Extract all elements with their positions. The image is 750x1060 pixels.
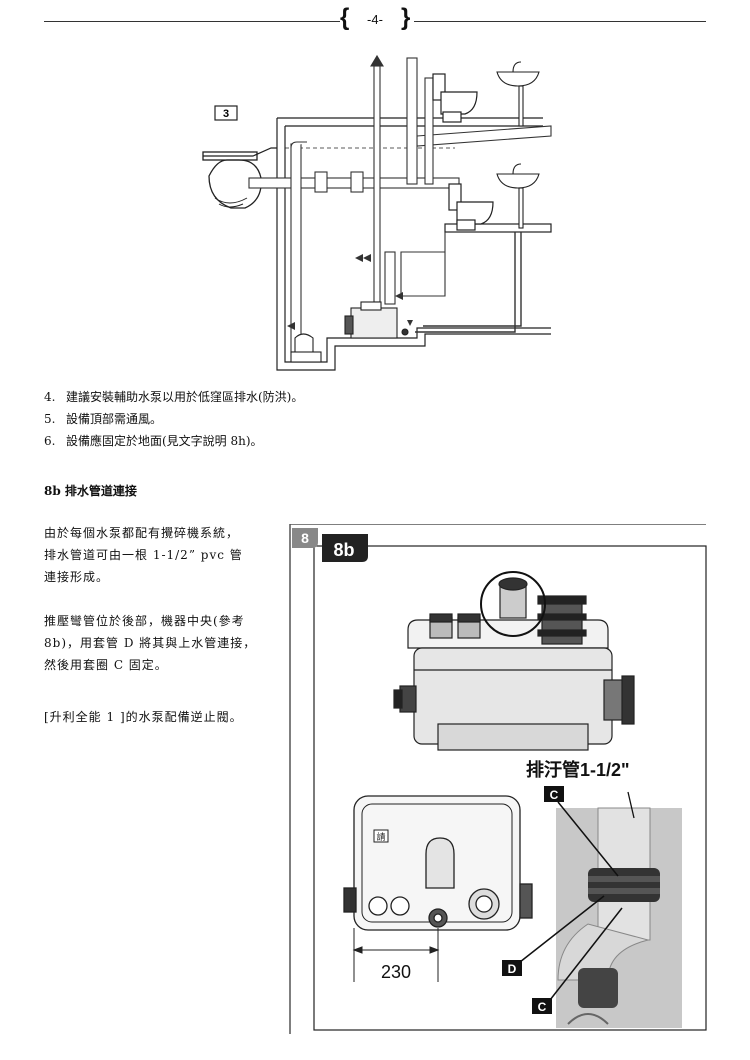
header-brace-left: { (340, 4, 350, 31)
header-rule-right (414, 21, 706, 22)
figure-label-text: 3 (223, 108, 229, 120)
pump-unit-side (393, 571, 635, 751)
svg-text:230: 230 (381, 962, 411, 982)
dimension-230: 230 (352, 928, 440, 982)
header-brace-right: } (401, 4, 411, 31)
page-number: -4- (367, 12, 383, 27)
installation-diagram: 3 (202, 54, 552, 371)
toilet-lower (448, 183, 494, 231)
tab-8b: 8b (322, 534, 368, 562)
auxiliary-pump (290, 333, 322, 363)
numbered-list: 4.建議安裝輔助水泵以用於低窪區排水(防洪)。 5.設備頂部需通風。 6.設備應… (44, 386, 303, 452)
svg-text:D: D (508, 962, 517, 976)
pipe-caption: 排汙管1-1/2" (526, 759, 630, 780)
basement-inner (284, 126, 551, 363)
label-d: D (502, 895, 605, 976)
tab-8: 8 (292, 528, 318, 548)
sink-upper (496, 61, 540, 127)
label-c-bottom: C (532, 907, 623, 1014)
svg-text:8b: 8b (333, 540, 354, 560)
pump-unit-top: 請 (343, 795, 533, 931)
paragraph-1: 由於每個水泵都配有攪碎機系統， 排水管道可由一根 1-1/2” pvc 管 連接… (44, 526, 243, 584)
check-valves (287, 254, 413, 330)
figure-label-3: 3 (214, 105, 238, 121)
label-c-top: C (544, 786, 619, 877)
figure-8b: 8 8b 排汙管1-1/2" 請 (289, 524, 707, 1034)
toilet-upper (432, 73, 478, 123)
header-rule-left (44, 21, 340, 22)
svg-text:C: C (538, 1000, 547, 1014)
svg-text:C: C (550, 788, 559, 802)
sink-lower (496, 163, 540, 229)
pipe-connection-photo (556, 791, 682, 1028)
basement-outline (276, 118, 551, 371)
paragraph-3: [升利全能 1 ]的水泵配備逆止閥。 (44, 710, 243, 724)
list-item: 4.建議安裝輔助水泵以用於低窪區排水(防洪)。 (44, 390, 304, 404)
paragraph-2: 推壓彎管位於後部，機器中央(參考 8b)，用套管 D 將其與上水管連接， 然後用… (44, 614, 257, 672)
svg-text:8: 8 (301, 530, 309, 546)
list-item: 5.設備頂部需通風。 (44, 412, 163, 426)
svg-text:請: 請 (376, 831, 385, 842)
main-pump (344, 301, 409, 339)
section-title: 8b 排水管道連接 (44, 484, 137, 498)
list-item: 6.設備應固定於地面(見文字說明 8h)。 (44, 434, 263, 448)
